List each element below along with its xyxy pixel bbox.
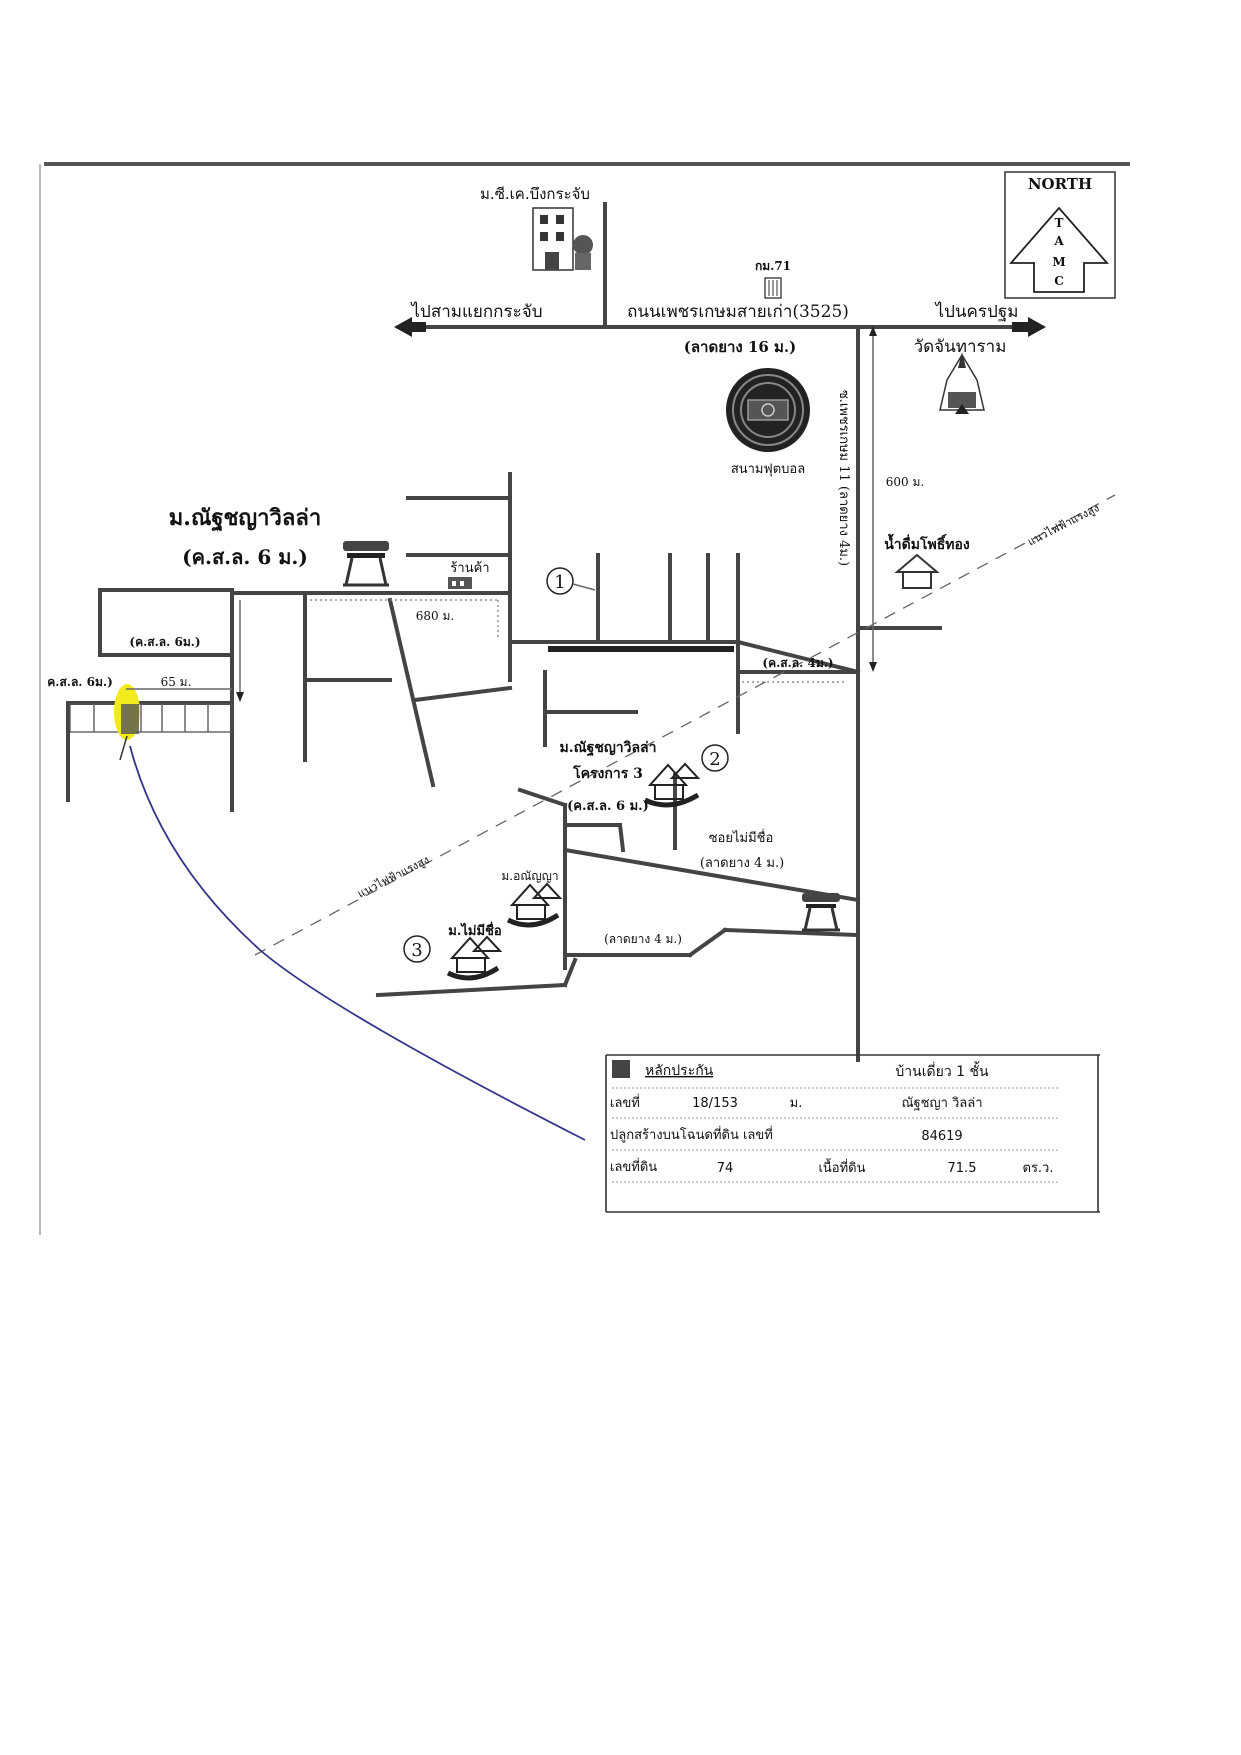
label-village-proj3-a: ม.ณัฐชญาวิลล่า: [560, 740, 657, 757]
school-icon: [532, 207, 593, 271]
label-dist-680: 680 ม.: [416, 609, 454, 623]
north-title: NORTH: [1028, 175, 1092, 193]
table-house-no: 18/153: [692, 1096, 738, 1111]
marker-1: 1: [546, 567, 596, 595]
north-letter-a: A: [1053, 234, 1064, 248]
label-road-ksl6-c: (ค.ส.ล. 6 ม.): [567, 799, 649, 814]
collateral-info-table: หลักประกัน บ้านเดี่ยว 1 ชั้น เลขที่ 18/1…: [605, 1054, 1100, 1213]
svg-text:3: 3: [411, 940, 422, 961]
label-village-anya: ม.อณัญญา: [501, 869, 558, 883]
table-village-label: ม.: [790, 1096, 803, 1111]
label-water-shop: น้ำดื่มโพธิ์ทอง: [884, 533, 970, 553]
label-village-main-road: (ค.ส.ล. 6 ม.): [182, 545, 308, 569]
powerline: [254, 494, 1116, 956]
table-deed-label: ปลูกสร้างบนโฉนดที่ดิน เลขที่: [610, 1126, 773, 1143]
dimension-lines: [126, 326, 1116, 1141]
north-letter-t: T: [1055, 216, 1064, 230]
building-icon: [764, 277, 782, 299]
label-soi-noname: ซอยไม่มีชื่อ: [709, 829, 774, 846]
label-powerline-east: แนวไฟฟ้าแรงสูง: [1025, 501, 1101, 548]
table-area-unit: ตร.ว.: [1023, 1161, 1054, 1176]
roads: [66, 202, 1046, 1062]
label-powerline-west: แนวไฟฟ้าแรงสูง: [355, 853, 431, 900]
collateral-pointer-arrow: [129, 745, 586, 1141]
svg-text:2: 2: [709, 749, 720, 770]
label-to-left: ไปสามแยกกระจับ: [410, 301, 543, 322]
house-icon-anya: [506, 882, 563, 928]
temple-icon: [939, 352, 985, 414]
svg-text:1: 1: [554, 572, 565, 593]
label-shop: ร้านค้า: [450, 561, 489, 576]
arrow-left-icon: [394, 317, 412, 337]
legend-square: [612, 1060, 630, 1078]
marker-3: 3: [403, 935, 431, 963]
road-segment-dark: [548, 646, 734, 652]
label-road-surface4: (ลาดยาง 4 ม.): [604, 932, 682, 946]
north-letter-c: C: [1054, 274, 1064, 288]
water-shop-icon: [894, 553, 940, 589]
label-main-road-surface: (ลาดยาง 16 ม.): [684, 338, 797, 356]
label-road-ksl4: (ค.ส.ล. 4ม.): [762, 656, 833, 670]
plot-row: [69, 684, 233, 761]
label-stadium: สนามฟุตบอล: [731, 462, 805, 477]
collateral-plot: [121, 704, 139, 734]
arrow-right-icon: [1028, 317, 1046, 337]
table-house-no-label: เลขที่: [610, 1094, 640, 1111]
label-village-main: ม.ณัฐชญาวิลล่า: [169, 505, 321, 532]
label-soi-surface: (ลาดยาง 4 ม.): [700, 856, 784, 871]
stadium-icon: [726, 368, 810, 452]
label-dist-65: 65 ม.: [161, 675, 192, 689]
north-arrow: NORTH T A M C: [1004, 171, 1116, 299]
table-area: 71.5: [948, 1161, 977, 1176]
label-km71: กม.71: [755, 259, 791, 273]
label-dist-600: 600 ม.: [886, 475, 924, 489]
house-icon-proj3: [643, 762, 701, 808]
label-village-noname: ม.ไม่มีชื่อ: [448, 921, 501, 939]
gate-icon-north: [343, 541, 389, 587]
north-letter-m: M: [1052, 255, 1065, 269]
marker-2: 2: [701, 744, 729, 772]
shop-icon: [448, 577, 472, 589]
map-labels: ม.ซี.เค.บึงกระจับ กม.71 ไปสามแยกกระจับ ถ…: [47, 185, 1101, 946]
label-road-ksl6-a: (ค.ส.ล. 6ม.): [129, 635, 200, 649]
table-land-no-label: เลขที่ดิน: [610, 1158, 657, 1175]
table-land-no: 74: [717, 1161, 734, 1176]
label-main-road: ถนนเพชรเกษมสายเก่า(3525): [627, 302, 849, 322]
label-school: ม.ซี.เค.บึงกระจับ: [480, 185, 590, 203]
gate-icon-south: [802, 893, 840, 932]
house-icon-noname: [446, 935, 503, 981]
label-road-ksl6-b: ค.ส.ล. 6ม.): [47, 675, 113, 689]
table-area-label: เนื้อที่ดิน: [818, 1158, 865, 1176]
table-deed-no: 84619: [921, 1129, 962, 1144]
label-village-proj3-b: โครงการ 3: [572, 764, 643, 782]
table-village: ณัฐชญา วิลล่า: [901, 1096, 982, 1111]
table-legend: หลักประกัน: [645, 1063, 714, 1079]
table-house-type: บ้านเดี่ยว 1 ชั้น: [895, 1061, 989, 1080]
label-temple: วัดจันทาราม: [914, 337, 1007, 357]
label-to-right: ไปนครปฐม: [934, 301, 1019, 322]
label-side-road: ซ.เพชรเกษม 11 (ลาดยาง 4ม.): [836, 390, 851, 566]
